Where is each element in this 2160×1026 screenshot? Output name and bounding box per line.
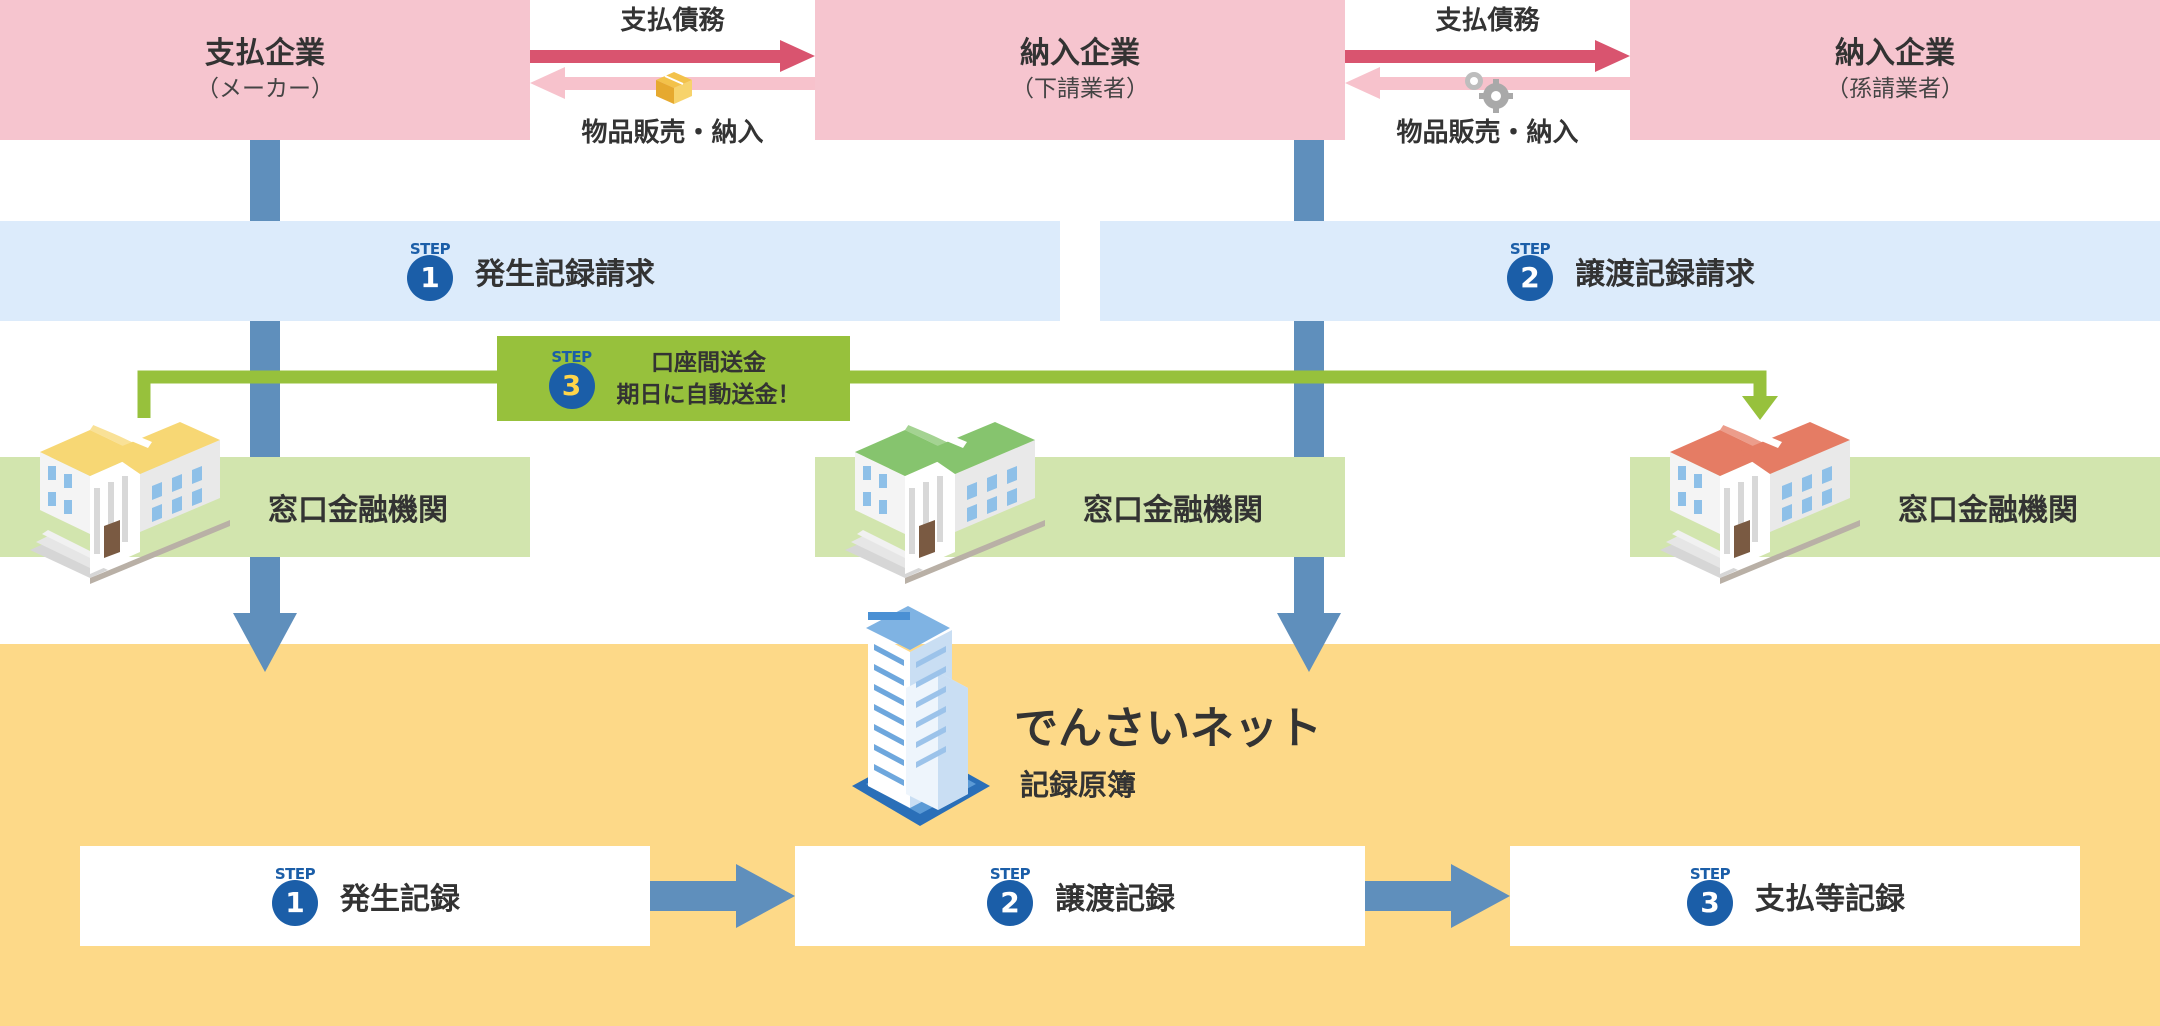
step-badge-2: STEP 2 — [985, 866, 1035, 926]
subsupplier-company-box: 納入企業 （孫請業者） — [1630, 0, 2160, 140]
request-label-1: 発生記録請求 — [475, 257, 655, 292]
bank-label-3: 窓口金融機関 — [1898, 493, 2078, 528]
step-number: 3 — [548, 362, 595, 409]
request-row-1: STEP 1 発生記録請求 — [0, 221, 1060, 321]
bank-label-1: 窓口金融機関 — [268, 493, 448, 528]
step-word: STEP — [274, 865, 316, 883]
deal-2-delivery-label: 物品販売・納入 — [1396, 118, 1579, 148]
step-badge-1: STEP 1 — [405, 241, 455, 301]
step-word: STEP — [409, 240, 451, 258]
deal-2-obligation-label: 支払債務 — [1435, 6, 1540, 36]
deal-1-delivery-label: 物品販売・納入 — [581, 118, 764, 148]
request-label-2: 譲渡記録請求 — [1575, 257, 1755, 292]
supplier-company-box: 納入企業 （下請業者） — [815, 0, 1345, 140]
record-box-2: STEP 2 譲渡記録 — [795, 846, 1365, 946]
package-icon — [656, 72, 692, 104]
step-word: STEP — [551, 347, 592, 366]
record-box-3: STEP 3 支払等記録 — [1510, 846, 2080, 946]
record-box-1: STEP 1 発生記録 — [80, 846, 650, 946]
step-number: 2 — [1507, 255, 1553, 301]
step-word: STEP — [989, 865, 1031, 883]
subsupplier-company-name: 納入企業 — [1835, 36, 1955, 71]
subsupplier-company-sub: （孫請業者） — [1826, 76, 1964, 102]
supplier-company-name: 納入企業 — [1020, 36, 1140, 71]
step-badge-2: STEP 2 — [1505, 241, 1555, 301]
record-arrow-2-to-3 — [1365, 864, 1510, 928]
deal-2-obligation-arrow — [1345, 40, 1630, 72]
payer-down-arrowhead — [233, 613, 297, 672]
gears-icon — [1465, 72, 1513, 113]
densai-subtitle: 記録原簿 — [1020, 768, 1137, 802]
densai-title: でんさいネット — [1014, 703, 1322, 754]
office-tower-icon — [852, 606, 990, 826]
deal-1-obligation-label: 支払債務 — [620, 6, 725, 36]
step-word: STEP — [1509, 240, 1551, 258]
step-word: STEP — [1689, 865, 1731, 883]
deal-2-delivery-arrow — [1345, 67, 1630, 99]
transfer-arrowhead — [1742, 396, 1778, 420]
step-badge-1: STEP 1 — [270, 866, 320, 926]
transfer-line-1: 口座間送金 — [651, 349, 766, 376]
payer-company-sub: （メーカー） — [196, 76, 334, 102]
step-number: 3 — [1687, 880, 1733, 926]
step-badge-3: STEP 3 — [547, 349, 597, 409]
record-label-3: 支払等記録 — [1755, 882, 1905, 917]
transfer-box: STEP 3 口座間送金 期日に自動送金！ — [497, 336, 850, 421]
densai-lane — [0, 644, 2160, 1026]
payer-company-box: 支払企業 （メーカー） — [0, 0, 530, 140]
record-arrow-1-to-2 — [650, 864, 795, 928]
transfer-line — [137, 370, 1767, 418]
step-badge-3: STEP 3 — [1685, 866, 1735, 926]
record-label-1: 発生記録 — [340, 882, 460, 917]
step-number: 1 — [272, 880, 318, 926]
deal-1-obligation-arrow — [530, 40, 815, 72]
transfer-line-2: 期日に自動送金！ — [616, 381, 801, 408]
request-row-2: STEP 2 譲渡記録請求 — [1100, 221, 2160, 321]
bank-label-2: 窓口金融機関 — [1083, 493, 1263, 528]
payer-company-name: 支払企業 — [205, 36, 325, 71]
supplier-company-sub: （下請業者） — [1011, 76, 1149, 102]
step-number: 2 — [987, 880, 1033, 926]
step-number: 1 — [407, 255, 453, 301]
record-label-2: 譲渡記録 — [1055, 882, 1175, 917]
supplier-down-arrowhead — [1277, 613, 1341, 672]
